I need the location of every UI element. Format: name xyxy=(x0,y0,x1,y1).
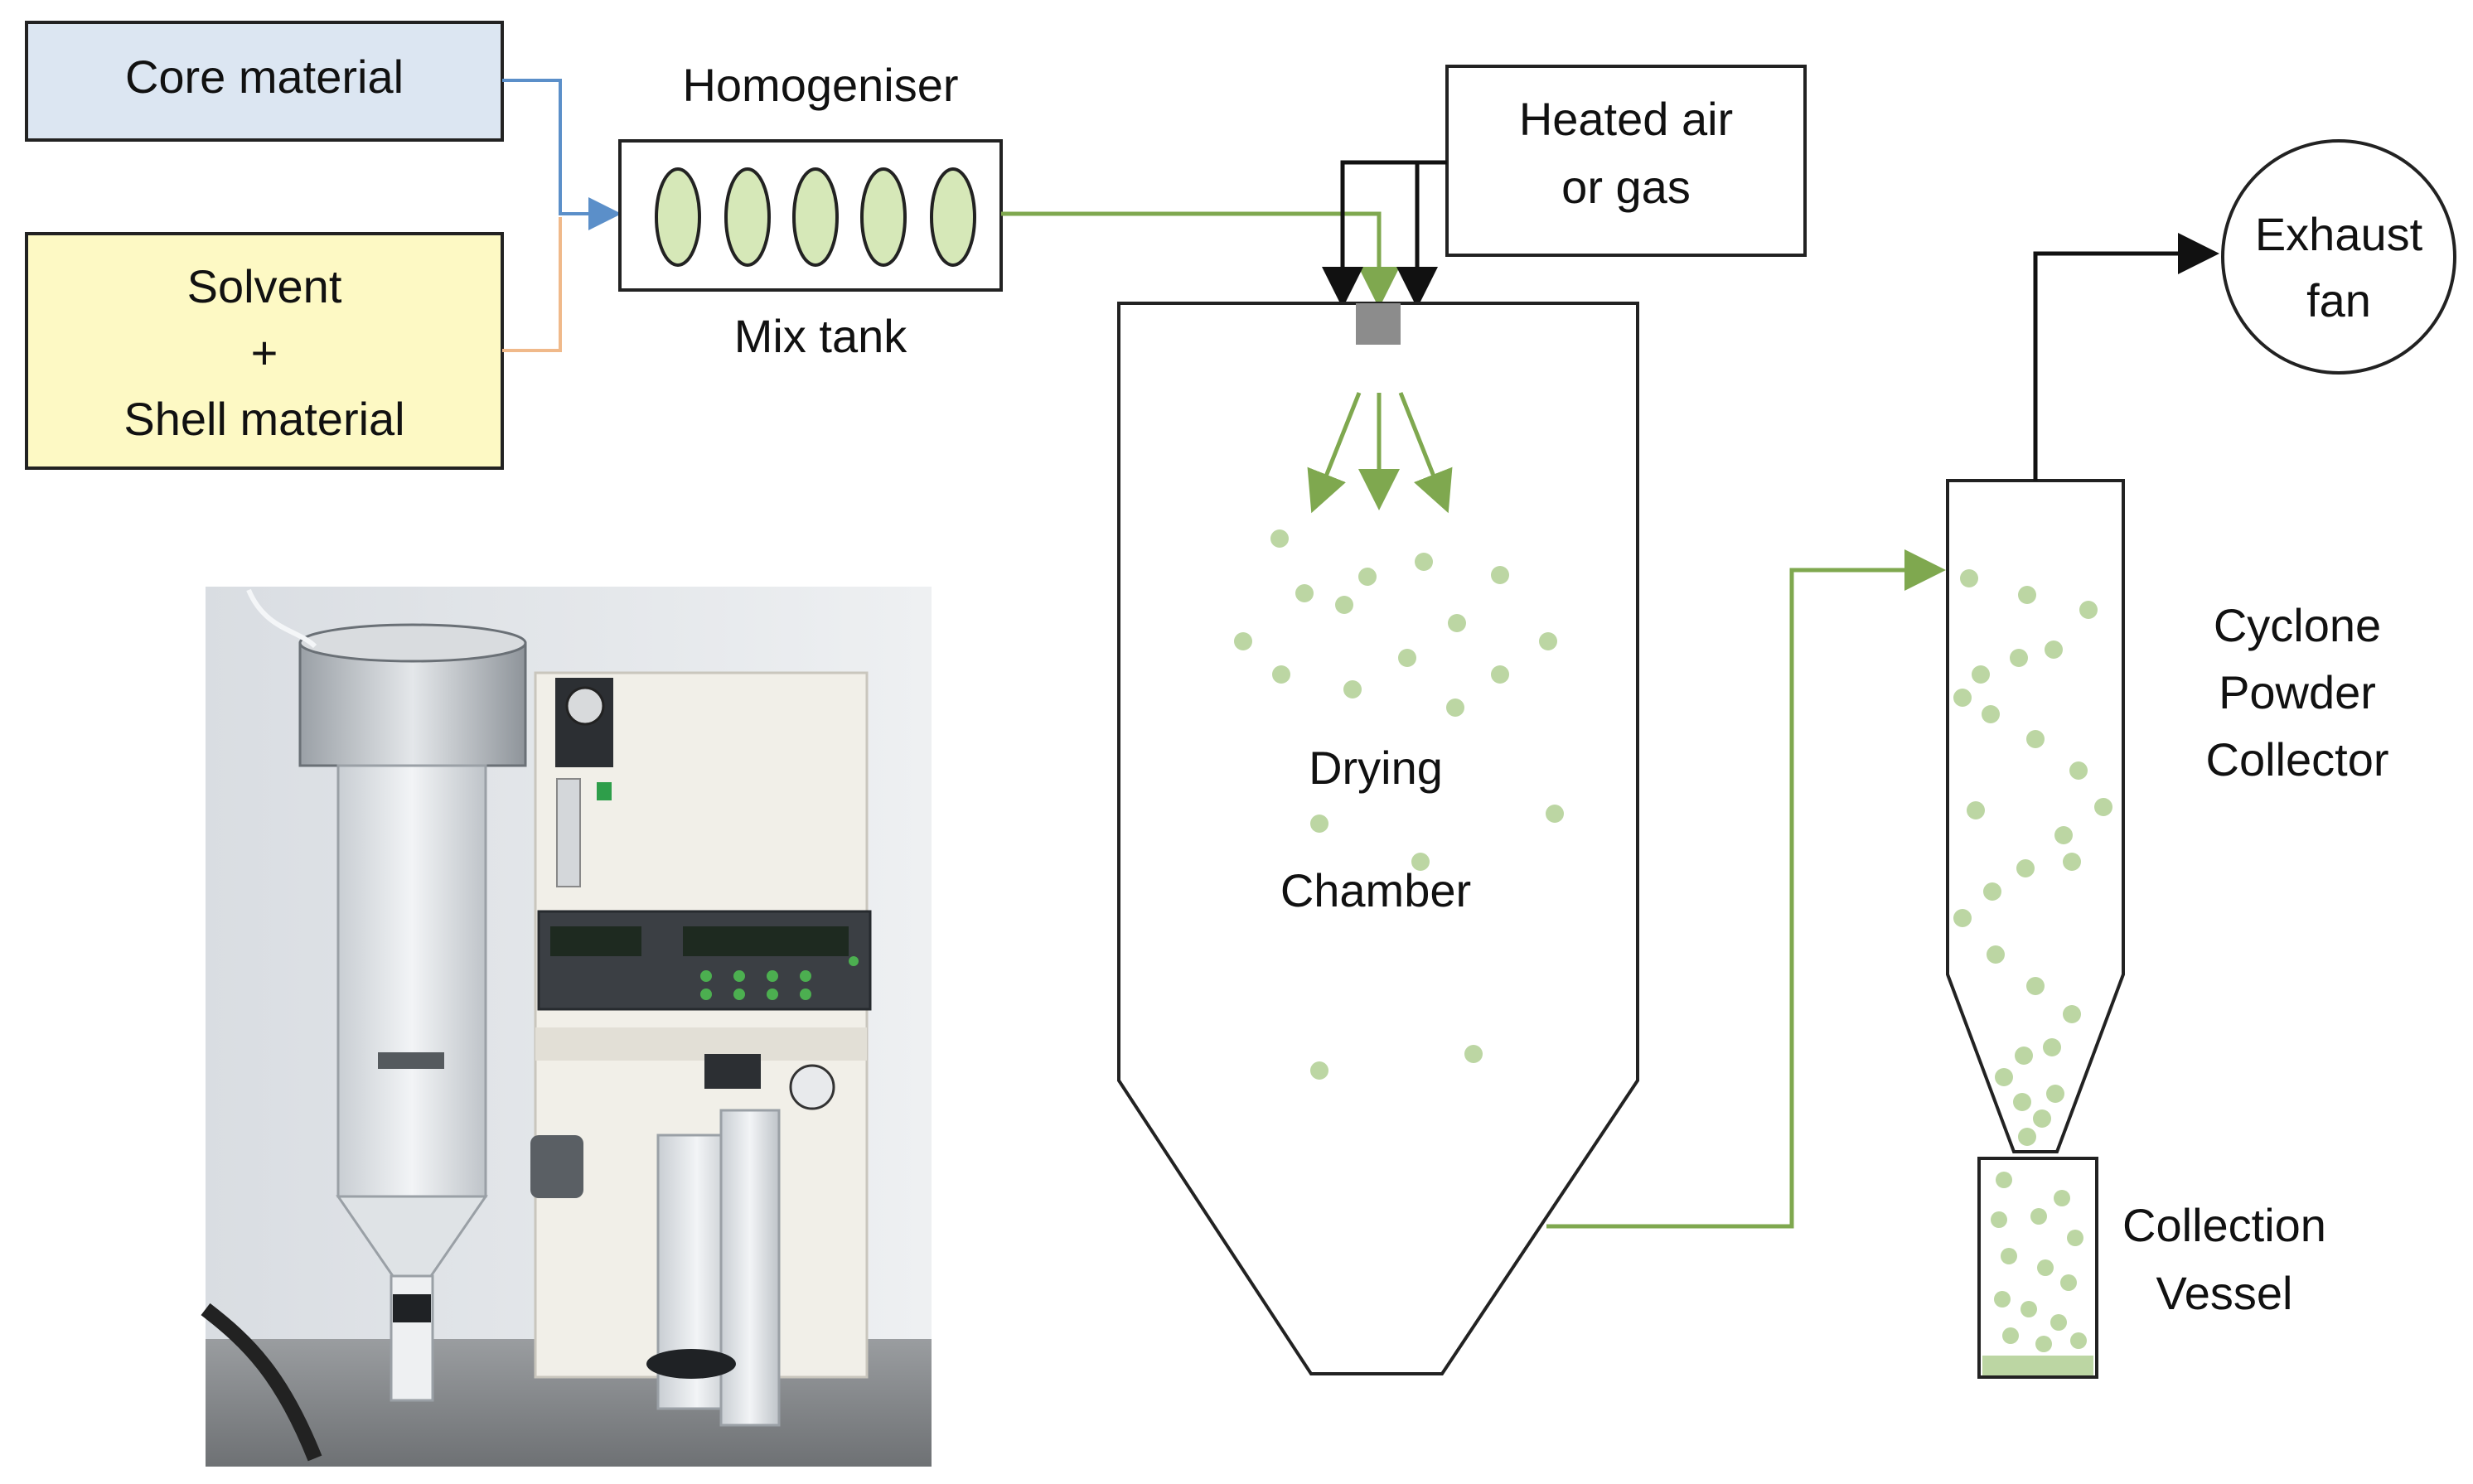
core-feed-line xyxy=(502,79,622,230)
spray-nozzle xyxy=(1356,303,1401,345)
air-line-left xyxy=(1322,160,1447,308)
fan-label: fan xyxy=(2306,274,2371,326)
exhaust-fan: Exhaust fan xyxy=(2221,139,2456,375)
mix-tank-caption: Mix tank xyxy=(734,310,907,362)
solvent-shell-box: Solvent + Shell material xyxy=(25,232,504,470)
mix-tank xyxy=(618,139,1003,292)
solvent-feed-line xyxy=(502,217,562,352)
chamber-to-cyclone-line xyxy=(1546,549,1946,1229)
heated-air-box: Heated air or gas xyxy=(1445,65,1807,257)
cyclone-label: Cyclone xyxy=(2214,599,2381,651)
homogeniser-title: Homogeniser xyxy=(682,59,958,111)
powder-label: Powder xyxy=(2219,666,2376,718)
core-material-label: Core material xyxy=(125,51,404,103)
chamber-particles xyxy=(1234,529,1564,1080)
chamber-label: Chamber xyxy=(1280,864,1471,916)
solvent-label: Solvent xyxy=(187,260,342,312)
spray-dryer-photo xyxy=(201,587,932,1467)
or-gas-label: or gas xyxy=(1561,161,1691,213)
feed-to-nozzle-line xyxy=(1001,211,1400,308)
vessel-label: Vessel xyxy=(2156,1267,2293,1319)
spray-arrow-left xyxy=(1307,392,1362,514)
collector-label: Collector xyxy=(2206,733,2389,786)
vessel-particles xyxy=(1991,1172,2087,1352)
core-material-box: Core material xyxy=(25,21,504,142)
drying-label: Drying xyxy=(1309,742,1443,794)
exhaust-label: Exhaust xyxy=(2255,208,2423,260)
collection-label: Collection xyxy=(2122,1199,2326,1251)
exhaust-line xyxy=(2033,233,2219,481)
shell-material-label: Shell material xyxy=(123,393,404,445)
heated-air-label: Heated air xyxy=(1519,93,1733,145)
plus-label: + xyxy=(251,326,278,379)
cyclone-collector xyxy=(1946,479,2125,1153)
spray-arrow-right xyxy=(1398,392,1453,514)
cyclone-particles xyxy=(1953,569,2112,1146)
